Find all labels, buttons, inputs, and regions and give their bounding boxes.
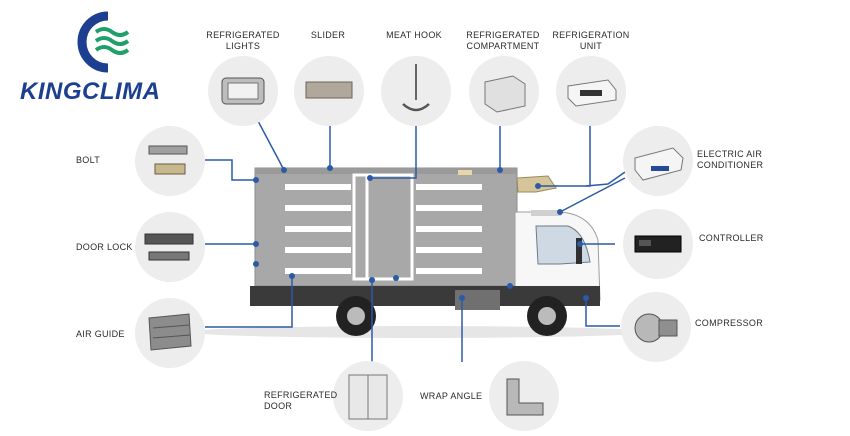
controller-circle [623,209,693,279]
label-air-guide: AIR GUIDE [76,329,125,339]
ground-shadow [190,326,650,338]
refrigerated-door-circle [333,361,403,431]
label-bolt: BOLT [76,155,101,165]
label-electric-air-conditioner: ELECTRIC AIR CONDITIONER [697,149,764,170]
front-wheel [527,296,567,336]
door-lock-circle [135,212,205,282]
refrigeration-unit-circle [556,56,626,126]
label-door-lock: DOOR LOCK [76,242,133,252]
connector-dots [253,165,589,301]
bolt-icon [148,145,188,175]
slider-icon [305,81,353,99]
label-slider: SLIDER [310,30,346,40]
rear-wheel [336,296,376,336]
label-refrigerated-lights: REFRIGERATED LIGHTS [206,30,280,51]
label-wrap-angle: WRAP ANGLE [420,391,483,401]
label-refrigerated-door: REFRIGERATED DOOR [264,390,338,411]
light-icon [221,77,265,105]
air-conditioner-icon [634,147,684,181]
air-guide-icon [148,313,192,351]
refrigerated-compartment-circle [469,56,539,126]
compressor-circle [621,292,691,362]
refrigerated-lights-circle [208,56,278,126]
meat-hook-circle [381,56,451,126]
controller-icon [634,235,682,253]
truck-cab [514,210,601,301]
wrap-angle-icon [506,378,544,416]
electric-air-conditioner-circle [623,126,693,196]
connector-lines [205,116,626,362]
wrap-angle-circle [489,361,559,431]
label-controller: CONTROLLER [699,233,764,243]
logo-mark [77,11,130,73]
label-compressor: COMPRESSOR [695,318,764,328]
compartment-icon [484,75,526,113]
label-refrigeration-unit: REFRIGERATION UNIT [552,30,630,51]
bolt-circle [135,126,205,196]
compressor-icon [634,313,678,343]
hook-icon [402,64,430,112]
refrigerated-box [254,167,518,287]
label-refrigerated-compartment: REFRIGERATED COMPARTMENT [466,30,540,51]
slider-circle [294,56,364,126]
brand-name: KINGCLIMA [20,78,161,105]
door-icon [348,374,388,420]
air-guide-circle [135,298,205,368]
chassis [250,286,600,306]
lock-icon [144,233,194,261]
unit-icon [567,79,617,107]
label-meat-hook: MEAT HOOK [386,30,442,40]
